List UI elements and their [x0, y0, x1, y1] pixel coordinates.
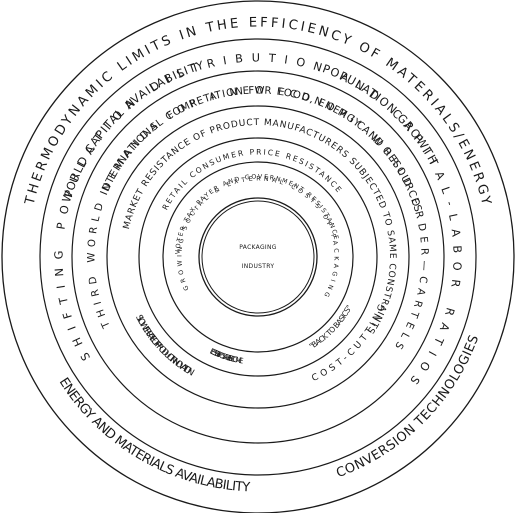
core-label-line1: PACKAGING — [239, 244, 277, 251]
label-band4-2: SLOWER RATE OF PRODUCT INNOVATION — [133, 313, 196, 378]
label-band5-3: "BACK TO BASICS" — [308, 304, 354, 351]
ring-4 — [106, 105, 410, 409]
label-band6-2: GROWING SOCIAL & EXTERNAL COSTS OF PACKA… — [176, 175, 339, 298]
label-band5-2: LESS DISPOSABLE INCOME — [208, 347, 244, 366]
ring-7 — [198, 197, 318, 317]
core-label-line2: INDUSTRY — [242, 263, 275, 270]
ring-6 — [162, 161, 354, 353]
ring-8 — [201, 200, 315, 314]
core-circle: PACKAGING INDUSTRY — [239, 244, 277, 270]
ring-labels: THERMODYNAMIC LIMITS IN THE EFFICIENCY O… — [22, 15, 493, 495]
label-band1-3: CONVERSION TECHNOLOGIES — [334, 333, 482, 481]
ring-2 — [39, 38, 477, 476]
ring-5 — [138, 137, 378, 377]
ring-3 — [71, 70, 445, 444]
label-band1-2: ENERGY AND MATERIALS AVAILABILITY — [56, 375, 251, 495]
